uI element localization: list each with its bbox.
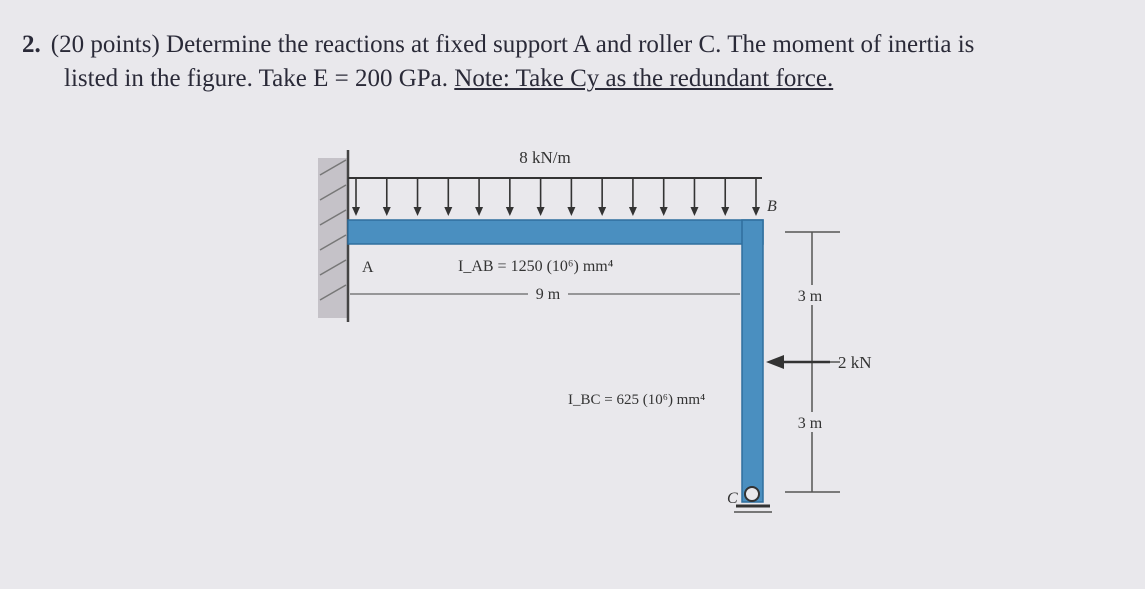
label-dim-top: 3 m (798, 288, 823, 305)
load-arrow-head (413, 207, 422, 216)
roller-support-C (734, 486, 772, 513)
load-arrow-head (352, 207, 360, 216)
load-arrow-head (598, 207, 607, 216)
label-span-AB: 9 m (536, 286, 561, 303)
fixed-support-A (318, 150, 350, 322)
problem-text-2: listed in the figure. Take E = 200 GPa. (64, 65, 449, 92)
load-arrow-head (475, 207, 484, 216)
problem-number: 2. (22, 31, 41, 58)
load-arrow-head (567, 207, 576, 216)
problem-statement: 2. (20 points) Determine the reactions at… (22, 28, 1132, 96)
label-dim-bottom: 3 m (798, 415, 823, 432)
point-load-2kN: 2 kN (766, 353, 872, 372)
load-label: 8 kN/m (519, 148, 570, 167)
label-I-AB: I_AB = 1250 (10⁶) mm⁴ (458, 258, 614, 275)
beam-AB (347, 219, 764, 245)
label-I-BC: I_BC = 625 (10⁶) mm⁴ (568, 392, 705, 408)
problem-line-1: 2. (20 points) Determine the reactions at… (22, 28, 1132, 62)
label-force: 2 kN (838, 353, 872, 372)
load-arrow-head (752, 207, 760, 216)
label-C: C (727, 490, 738, 507)
load-arrow-head (659, 207, 668, 216)
problem-text-1: (20 points) Determine the reactions at f… (50, 31, 975, 58)
dimension-AB: 9 m (350, 283, 740, 303)
load-arrow-head (721, 207, 730, 216)
load-arrow-head (628, 207, 637, 216)
label-B: B (767, 198, 777, 215)
load-arrow-head (505, 207, 514, 216)
problem-line-2: listed in the figure. Take E = 200 GPa. … (22, 62, 1132, 96)
load-arrow-head (382, 207, 391, 216)
column-BC (741, 219, 764, 503)
load-arrow-head (444, 207, 453, 216)
load-arrows (352, 178, 760, 216)
load-arrow-head (536, 207, 545, 216)
problem-note: Note: Take Cy as the redundant force. (454, 65, 834, 92)
label-A: A (362, 259, 374, 276)
load-arrow-head (690, 207, 699, 216)
distributed-load: 8 kN/m (348, 148, 762, 216)
